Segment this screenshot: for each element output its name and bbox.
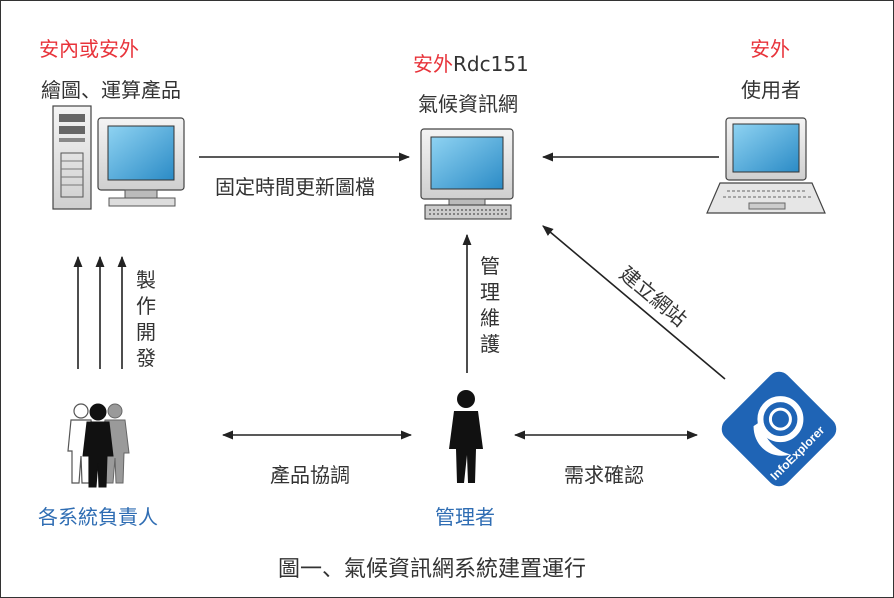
server-name-label: 氣候資訊網 [418,92,518,116]
producer-location-label: 安內或安外 [39,37,139,61]
coordinate-edge-label: 產品協調 [270,463,350,487]
producer-role-label: 繪圖、運算產品 [41,78,181,102]
infoexplorer-logo-icon: InfoExplorer [721,371,837,487]
server-location-label: 安外 [413,52,453,76]
server-title: 安外Rdc151 [413,54,529,74]
maintain-edge-label: 管理維護 [480,254,500,356]
build-site-arrow [542,225,726,380]
user-laptop-icon [706,117,826,214]
owners-label: 各系統負責人 [38,505,158,529]
admin-person-icon [449,390,483,483]
server-computer-icon [420,128,514,220]
user-location-label: 安外 [750,37,790,61]
update-edge-label: 固定時間更新圖檔 [215,175,375,199]
server-host-label: Rdc151 [453,52,529,76]
admin-label: 管理者 [435,505,495,529]
figure-caption: 圖一、氣候資訊網系統建置運行 [278,557,587,582]
user-name-label: 使用者 [741,78,801,102]
owners-group-icon [67,403,130,488]
develop-edge-label: 製作開發 [136,268,156,370]
requirements-edge-label: 需求確認 [564,463,644,487]
producer-computer-icon [52,105,185,210]
